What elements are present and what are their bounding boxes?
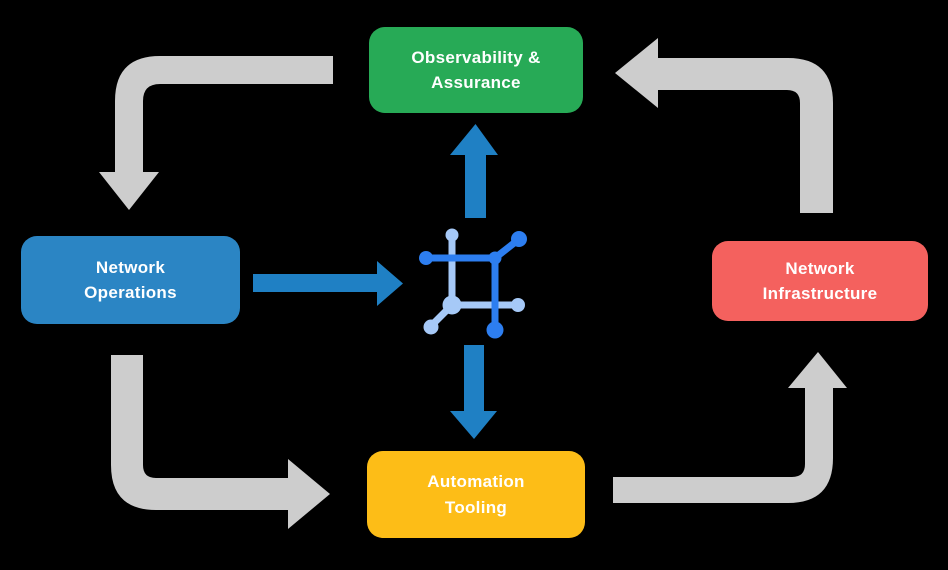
node-label-line: Network [95,257,166,277]
node-network-operations: Network Operations [21,236,240,324]
cycle-arrow-infrastructure-to-observability [615,38,833,213]
flow-arrow-core-to-observability [450,124,498,218]
cycle-arrow-observability-to-operations [99,56,333,210]
network-icon-dark-lines [419,231,527,339]
flow-arrow-operations-to-core [253,261,403,306]
node-network-infrastructure: Network Infrastructure [712,241,928,321]
node-automation-tooling: Automation Tooling [367,451,585,538]
node-label-line: Infrastructure [762,284,878,303]
node-label-line: Tooling [444,497,508,517]
node-label-line: Assurance [431,73,521,92]
network-icon-light-lines [423,228,525,335]
cycle-arrow-automation-to-infrastructure [613,352,847,503]
node-label-line: Automation [427,472,525,491]
node-label-line: Operations [84,283,177,302]
flow-arrow-core-to-automation [450,345,497,439]
network-mesh-core-icon [419,228,527,339]
cycle-arrow-operations-to-automation [111,355,330,529]
node-label-line: Observability & [411,47,541,67]
node-label-line: Network [785,258,855,278]
node-observability-assurance: Observability & Assurance [369,27,583,113]
